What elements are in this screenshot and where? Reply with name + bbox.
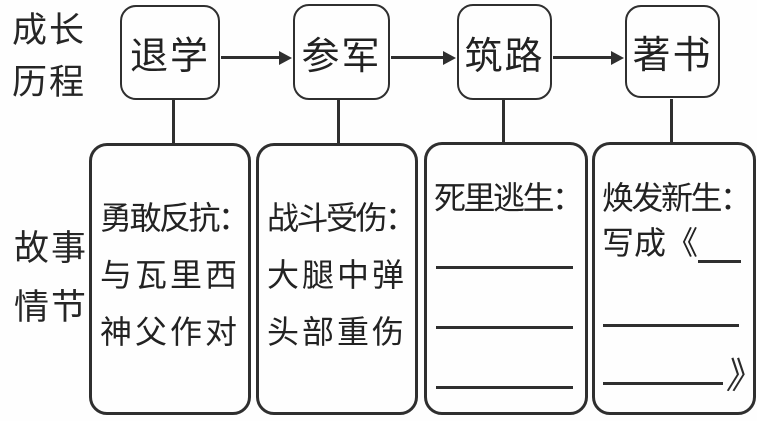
story-line: 与瓦里西 (100, 257, 241, 293)
row-label-growth: 成长 历程 (12, 5, 86, 109)
story-heading: 勇敢反抗： (100, 200, 250, 236)
row-label-story-line2: 情节 (14, 288, 89, 327)
stage-label: 退学 (129, 36, 210, 78)
row-label-story: 故事 情节 (14, 219, 88, 337)
story-heading: 焕发新生： (602, 180, 752, 216)
row-label-story-line1: 故事 (14, 229, 89, 268)
stage-box-write-book: 著书 (625, 5, 720, 98)
story-box-brave-resistance: 勇敢反抗： 与瓦里西 神父作对 (89, 143, 251, 415)
answer-blank (436, 326, 573, 329)
flow-arrow-icon (391, 51, 456, 65)
arrow-head-icon (443, 51, 456, 65)
stage-box-join-army: 参军 (293, 4, 390, 100)
stage-box-dropout: 退学 (120, 5, 220, 100)
answer-blank (436, 386, 573, 389)
story-line-with-blank: 写成《 (602, 223, 741, 263)
book-title-prefix: 写成《 (602, 225, 699, 261)
connector-line (172, 99, 175, 143)
answer-blank (698, 226, 741, 263)
flow-arrow-icon (221, 51, 292, 65)
story-line: 神父作对 (100, 314, 241, 350)
closing-book-bracket: 》 (724, 356, 757, 396)
stage-box-build-road: 筑路 (457, 4, 552, 100)
arrow-shaft (221, 56, 283, 59)
flow-arrow-icon (553, 51, 624, 65)
answer-blank (603, 324, 739, 327)
connector-line (670, 99, 673, 143)
connector-line (502, 99, 505, 143)
story-heading: 战斗受伤： (267, 200, 417, 236)
arrow-shaft (553, 56, 615, 59)
story-line: 头部重伤 (267, 314, 408, 350)
row-label-growth-line2: 历程 (12, 63, 87, 102)
story-heading: 死里逃生： (434, 180, 584, 216)
stage-label: 筑路 (464, 35, 545, 78)
stage-label: 参军 (301, 35, 382, 78)
story-line: 大腿中弹 (267, 257, 408, 293)
answer-blank (603, 382, 723, 385)
story-box-new-life: 焕发新生： 写成《 》 (592, 142, 757, 415)
arrow-head-icon (611, 51, 624, 65)
arrow-head-icon (279, 51, 292, 65)
answer-blank (436, 266, 573, 269)
story-box-battle-wounds: 战斗受伤： 大腿中弹 头部重伤 (256, 143, 418, 415)
connector-line (337, 99, 340, 143)
stage-label: 著书 (632, 35, 713, 77)
arrow-shaft (391, 56, 447, 59)
row-label-growth-line1: 成长 (12, 11, 87, 50)
story-box-narrow-escape: 死里逃生： (424, 142, 588, 415)
